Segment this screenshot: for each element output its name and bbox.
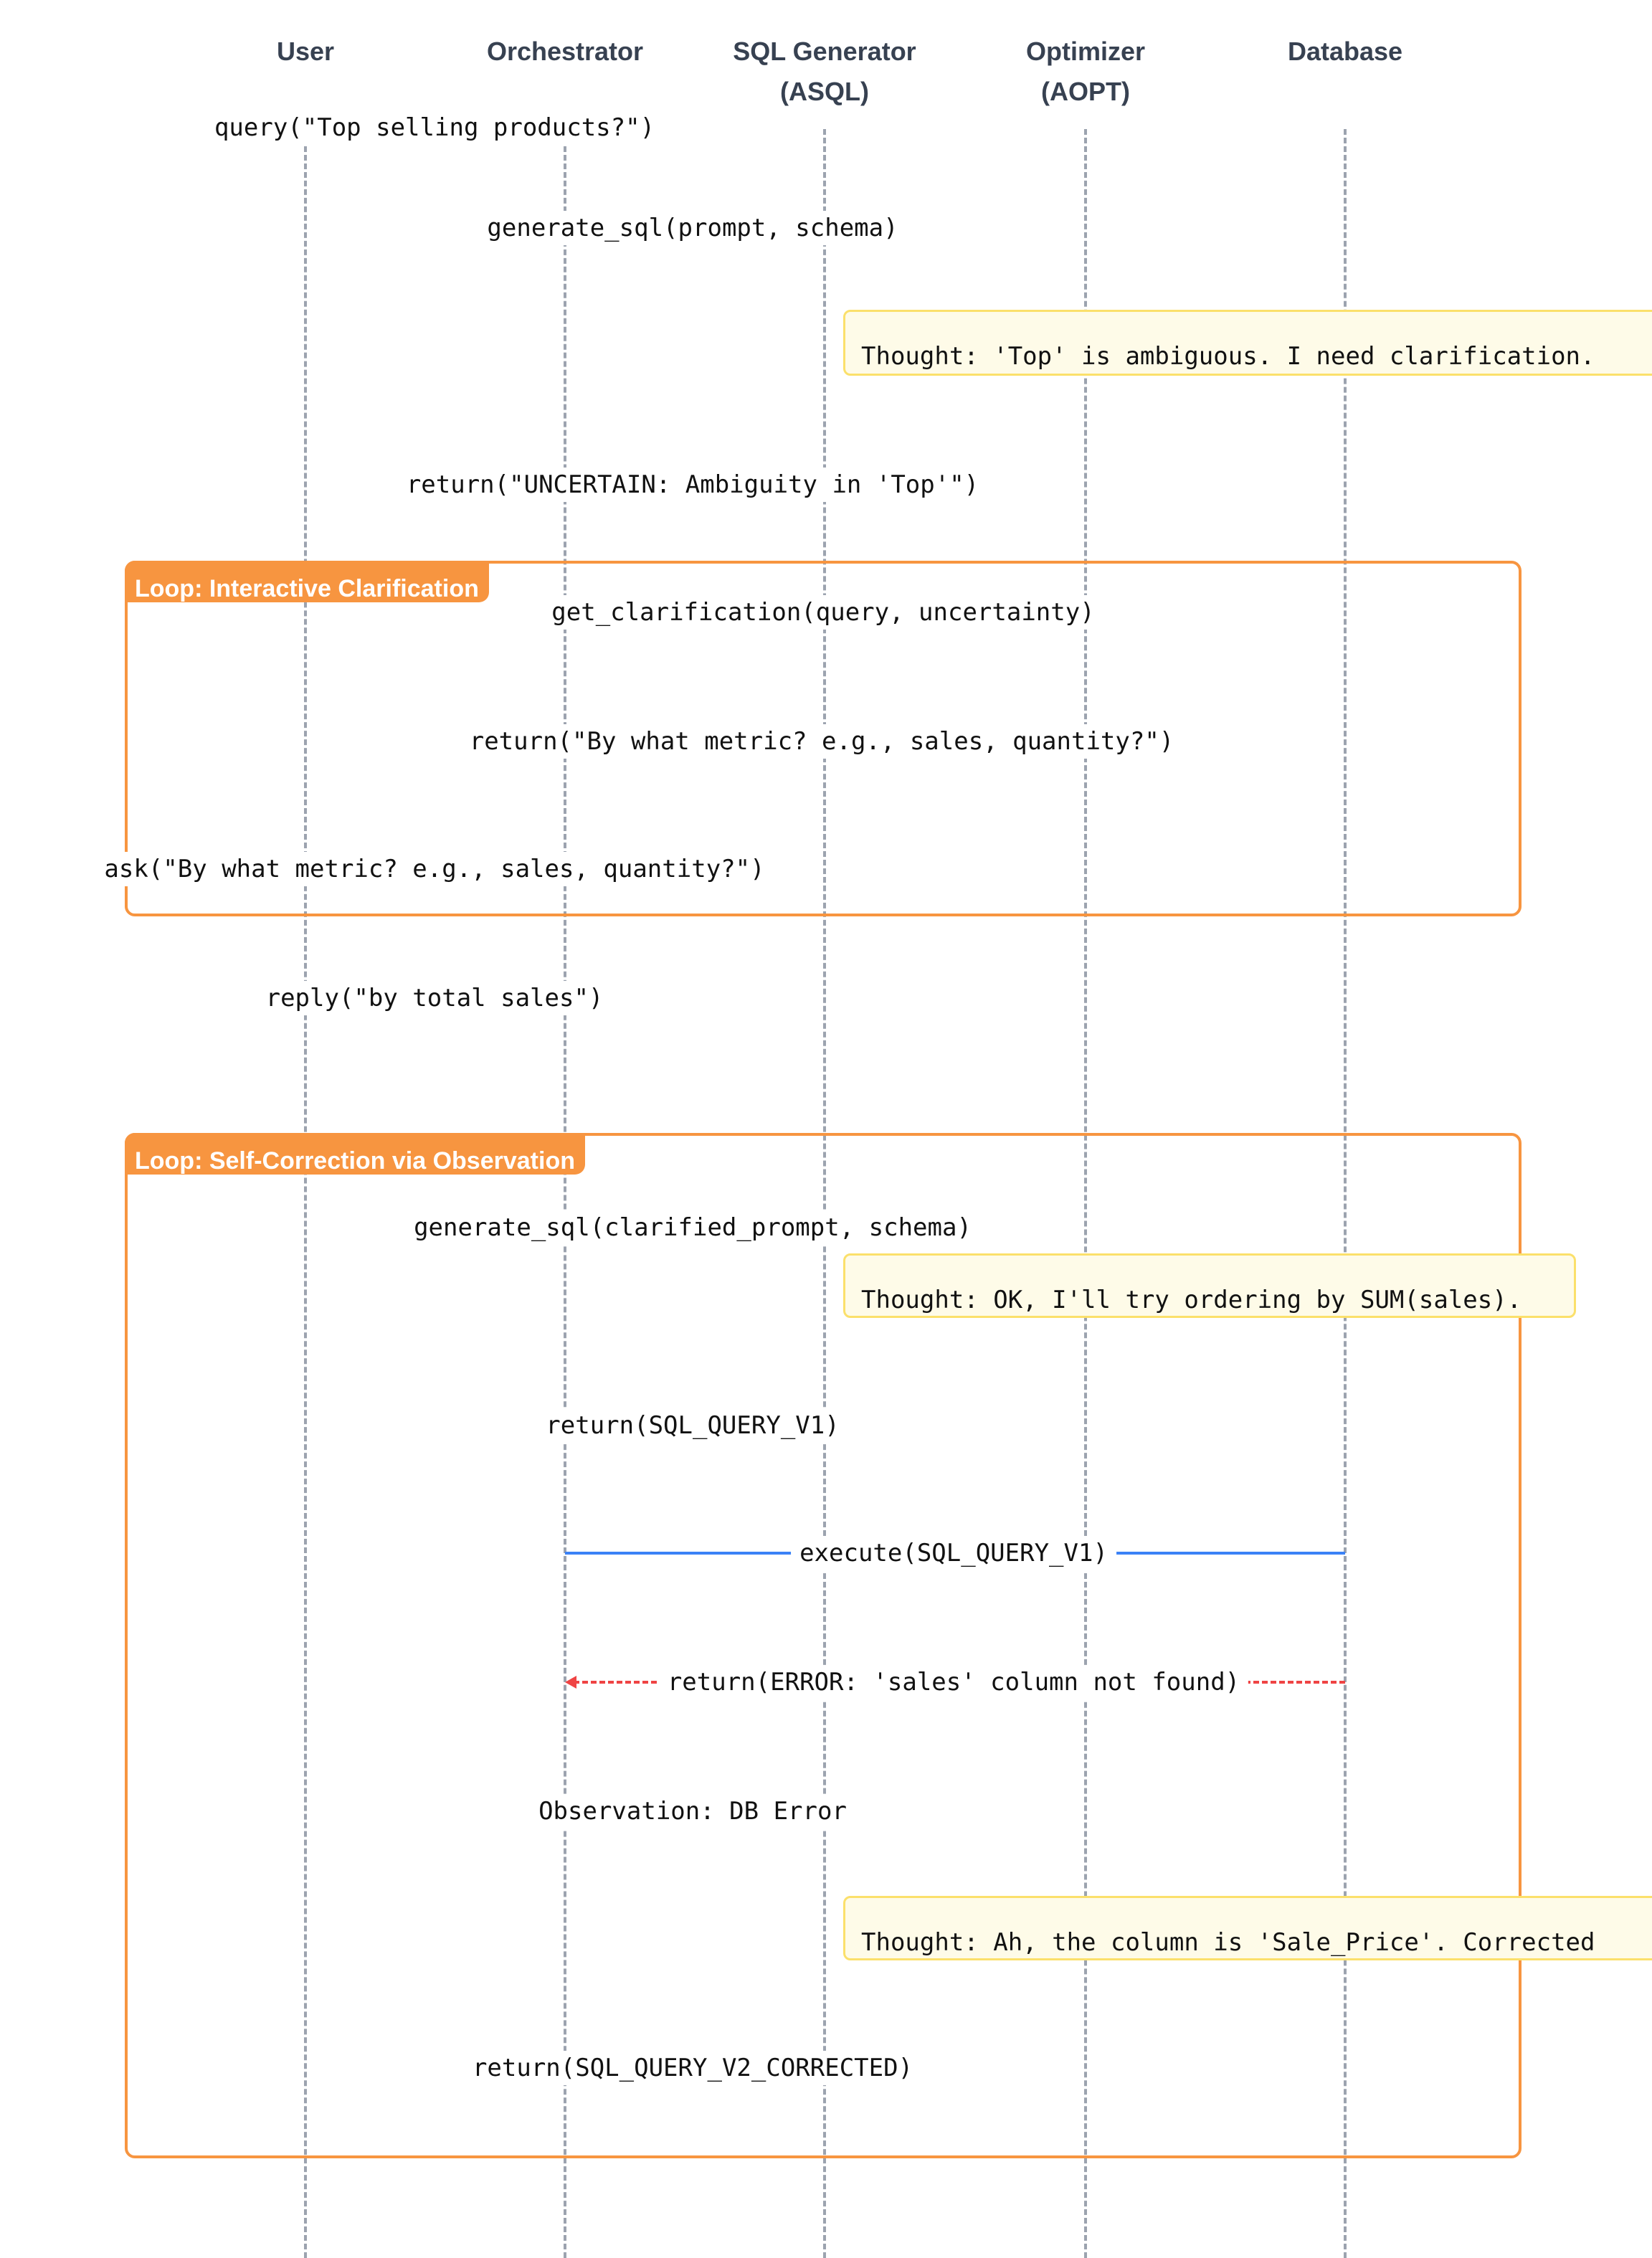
loop-label: Loop: Self-Correction via Observation <box>125 1133 585 1175</box>
message-return-metric-question: return("By what metric? e.g., sales, qua… <box>460 724 1183 759</box>
message-generate-sql-clarified: generate_sql(clarified_prompt, schema) <box>405 1210 980 1245</box>
message-execute: execute(SQL_QUERY_V1) <box>791 1536 1116 1570</box>
loop-self-correction: Loop: Self-Correction via Observation <box>125 1133 1522 2158</box>
message-return-sql-v1: return(SQL_QUERY_V1) <box>537 1408 848 1443</box>
message-reply: reply("by total sales") <box>257 981 612 1015</box>
lifeline-user <box>304 129 307 2258</box>
lifeline-orchestrator <box>564 129 566 2258</box>
actor-sql-generator: SQL Generator (ASQL) <box>696 32 954 112</box>
loop-interactive-clarification: Loop: Interactive Clarification <box>125 561 1522 916</box>
lifeline-database <box>1344 129 1347 2258</box>
loop-label: Loop: Interactive Clarification <box>125 561 489 602</box>
actor-subtitle: (ASQL) <box>780 77 869 106</box>
message-ask-user: ask("By what metric? e.g., sales, quanti… <box>95 852 774 886</box>
actor-subtitle: (AOPT) <box>1041 77 1130 106</box>
message-return-sql-v2: return(SQL_QUERY_V2_CORRECTED) <box>463 2051 922 2085</box>
thought-note: Thought: 'Top' is ambiguous. I need clar… <box>843 310 1652 376</box>
actor-optimizer: Optimizer (AOPT) <box>956 32 1215 112</box>
actor-user: User <box>176 32 435 72</box>
message-return-error: return(ERROR: 'sales' column not found) <box>658 1665 1249 1699</box>
actor-name: Database <box>1287 37 1403 66</box>
actor-name: User <box>276 37 335 66</box>
message-generate-sql: generate_sql(prompt, schema) <box>478 211 907 245</box>
message-return-uncertain: return("UNCERTAIN: Ambiguity in 'Top'") <box>397 468 988 502</box>
arrowhead-icon <box>565 1676 576 1689</box>
thought-note: Thought: Ah, the column is 'Sale_Price'.… <box>843 1896 1652 1960</box>
message-observation: Observation: DB Error <box>530 1794 855 1828</box>
actor-name: SQL Generator <box>733 37 916 66</box>
actor-name: Orchestrator <box>486 37 644 66</box>
actor-database: Database <box>1216 32 1474 72</box>
lifeline-sql-generator <box>823 129 826 2258</box>
thought-note: Thought: OK, I'll try ordering by SUM(sa… <box>843 1253 1576 1318</box>
actor-orchestrator: Orchestrator <box>436 32 694 72</box>
lifeline-optimizer <box>1084 129 1087 2258</box>
message-query: query("Top selling products?") <box>205 110 664 145</box>
message-get-clarification: get_clarification(query, uncertainty) <box>543 595 1103 630</box>
actor-name: Optimizer <box>1025 37 1146 66</box>
